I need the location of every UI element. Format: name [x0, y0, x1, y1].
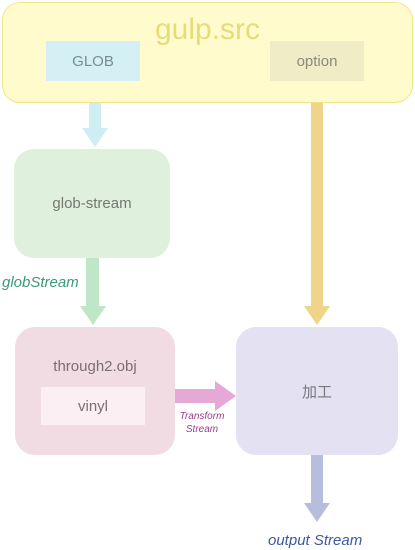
transform-label-line2: Stream — [185, 424, 219, 435]
glob-node: GLOB — [46, 41, 140, 81]
globstream-to-through2-arrow — [80, 258, 106, 325]
output-stream-label: output Stream — [268, 532, 363, 549]
vinyl-node: vinyl — [41, 387, 145, 425]
through2-to-process-arrow — [175, 381, 236, 411]
process-to-output-arrow — [304, 455, 330, 522]
process-node: 加工 — [236, 327, 398, 455]
through2-label: through2.obj — [53, 358, 137, 375]
gulp-src-title: gulp.src — [154, 13, 261, 46]
option-node: option — [270, 41, 364, 81]
option-to-process-arrow — [304, 81, 330, 325]
transform-stream-label: Transform Stream — [170, 410, 234, 436]
through2-node: through2.obj vinyl — [15, 327, 175, 455]
glob-to-globstream-arrow — [82, 81, 108, 147]
glob-stream-edge-label: globStream — [2, 274, 79, 291]
transform-label-line1: Transform — [179, 411, 225, 422]
glob-stream-node: glob-stream — [14, 149, 170, 258]
